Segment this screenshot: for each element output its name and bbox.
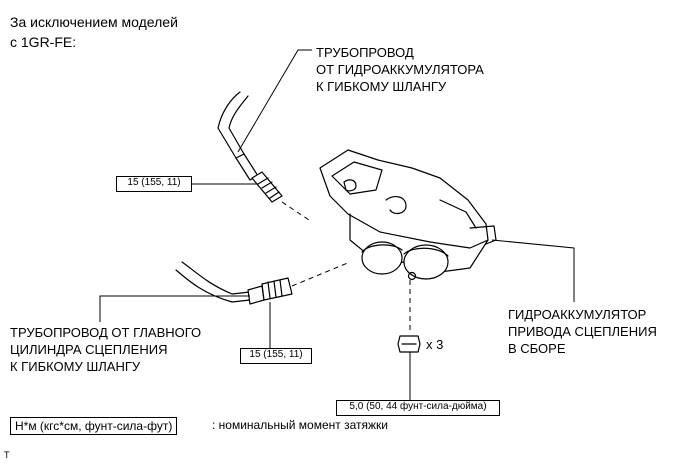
torque-upper-pipe: 15 (155, 11)	[116, 176, 192, 192]
callout-pipe-accumulator: ТРУБОПРОВОД ОТ ГИДРОАККУМУЛЯТОРА К ГИБКО…	[316, 45, 484, 94]
lower-pipe-drawing	[175, 261, 293, 305]
legend-description: : номинальный момент затяжки	[212, 418, 388, 432]
bolt-drawing	[397, 335, 421, 353]
upper-assembly-line	[281, 201, 313, 223]
callout-accumulator: ГИДРОАККУМУЛЯТОР ПРИВОДА СЦЕПЛЕНИЯ В СБО…	[508, 307, 657, 356]
accumulator-drawing	[319, 149, 497, 281]
leader-upper-pipe	[237, 49, 312, 153]
torque-bolts: 5,0 (50, 44 фунт-сила-дюйма)	[336, 400, 500, 416]
legend-unit-box: Н*м (кгс*см, фунт-сила-фут)	[10, 417, 178, 435]
bolt-count: x 3	[426, 337, 444, 352]
torque-lower-pipe: 15 (155, 11)	[240, 348, 312, 364]
leader-lower-pipe	[99, 295, 250, 322]
upper-pipe-drawing	[217, 91, 283, 203]
callout-pipe-master: ТРУБОПРОВОД ОТ ГЛАВНОГО ЦИЛИНДРА СЦЕПЛЕН…	[10, 325, 202, 374]
lower-assembly-line	[291, 261, 351, 287]
leader-accumulator	[491, 239, 575, 302]
page-heading: За исключением моделей с 1GR-FE:	[10, 14, 178, 50]
corner-mark: T	[4, 450, 10, 460]
